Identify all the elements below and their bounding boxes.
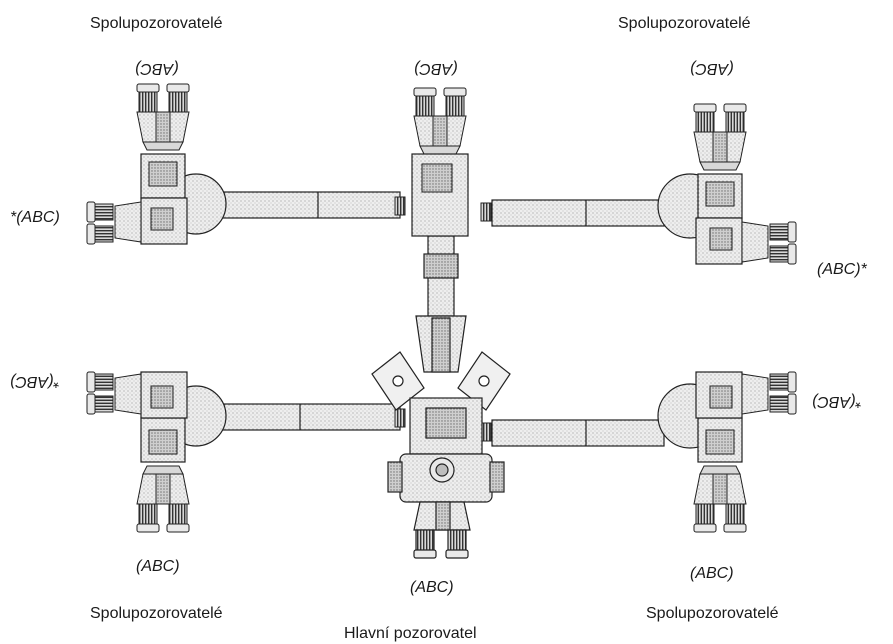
co-observer-top-right: [694, 104, 796, 264]
co-observer-top-left: [87, 84, 189, 244]
code-right-upper: (ABC)*: [817, 261, 867, 278]
label-co-observers-top-right: Spolupozorovatelé: [618, 15, 751, 32]
co-observer-bottom-right: [694, 372, 796, 532]
co-observer-top-center: [411, 87, 469, 237]
co-observer-bottom-left: [87, 372, 189, 532]
label-co-observers-bottom-right: Spolupozorovatelé: [646, 605, 779, 622]
label-main-observer: Hlavní pozorovatel: [344, 625, 477, 642]
center-column: [415, 235, 467, 373]
code-bottom-left: (ABC): [136, 558, 180, 575]
code-left-upper: *(ABC): [10, 209, 60, 226]
label-co-observers-top-left: Spolupozorovatelé: [90, 15, 223, 32]
main-observer: [371, 351, 511, 559]
label-co-observers-bottom-left: Spolupozorovatelé: [90, 605, 223, 622]
code-bottom-right: (ABC): [690, 565, 734, 582]
code-bottom-center: (ABC): [410, 579, 454, 596]
